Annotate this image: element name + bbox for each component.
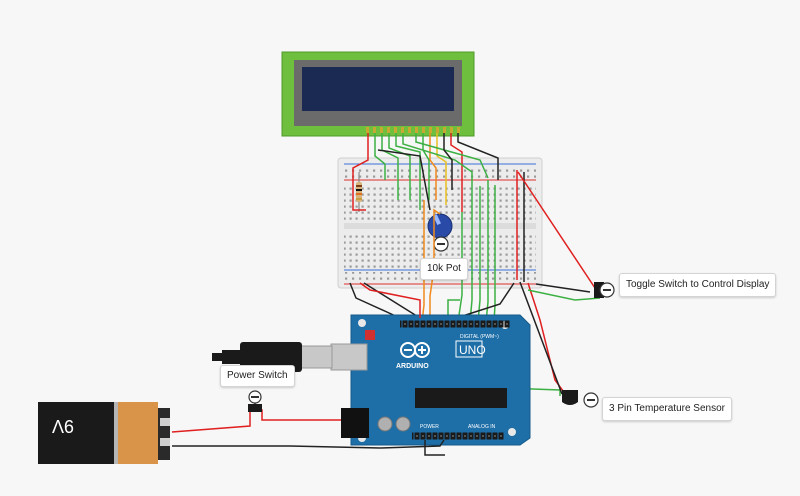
toggle-switch [594,282,615,298]
arduino-logo-text: ARDUINO [396,363,429,370]
arduino-board [350,314,531,446]
usb-port [330,343,368,371]
resistor [356,172,362,212]
battery-label-panel [118,402,158,464]
label-power-switch: Power Switch [220,365,295,387]
label-toggle-switch: Toggle Switch to Control Display [619,273,777,297]
arduino-model: UNO [459,343,486,357]
atmega-chip [415,388,507,408]
power-header-label: POWER [420,424,439,430]
lcd-pins [366,127,460,133]
pot-knob [427,213,453,239]
usb-cable [212,342,333,372]
label-10k-pot: 10k Pot [420,258,468,280]
digital-header-label: DIGITAL (PWM~) [460,334,499,340]
lcd-screen [302,67,454,111]
lcd-module [281,51,475,137]
analog-header-label: ANALOG IN [468,424,496,430]
battery-voltage: 9V [52,416,74,436]
arduino-logo [400,342,430,358]
lcd-wires [352,133,499,212]
barrel-jack [341,408,369,438]
label-temperature-sensor: 3 Pin Temperature Sensor [602,397,732,421]
arduino-uno: ARDUINO UNO DIGITAL (PWM~) POWER ANALOG … [330,314,531,446]
battery-9v: 9V [38,402,170,464]
temperature-sensor [562,390,599,408]
power-switch [248,390,262,412]
